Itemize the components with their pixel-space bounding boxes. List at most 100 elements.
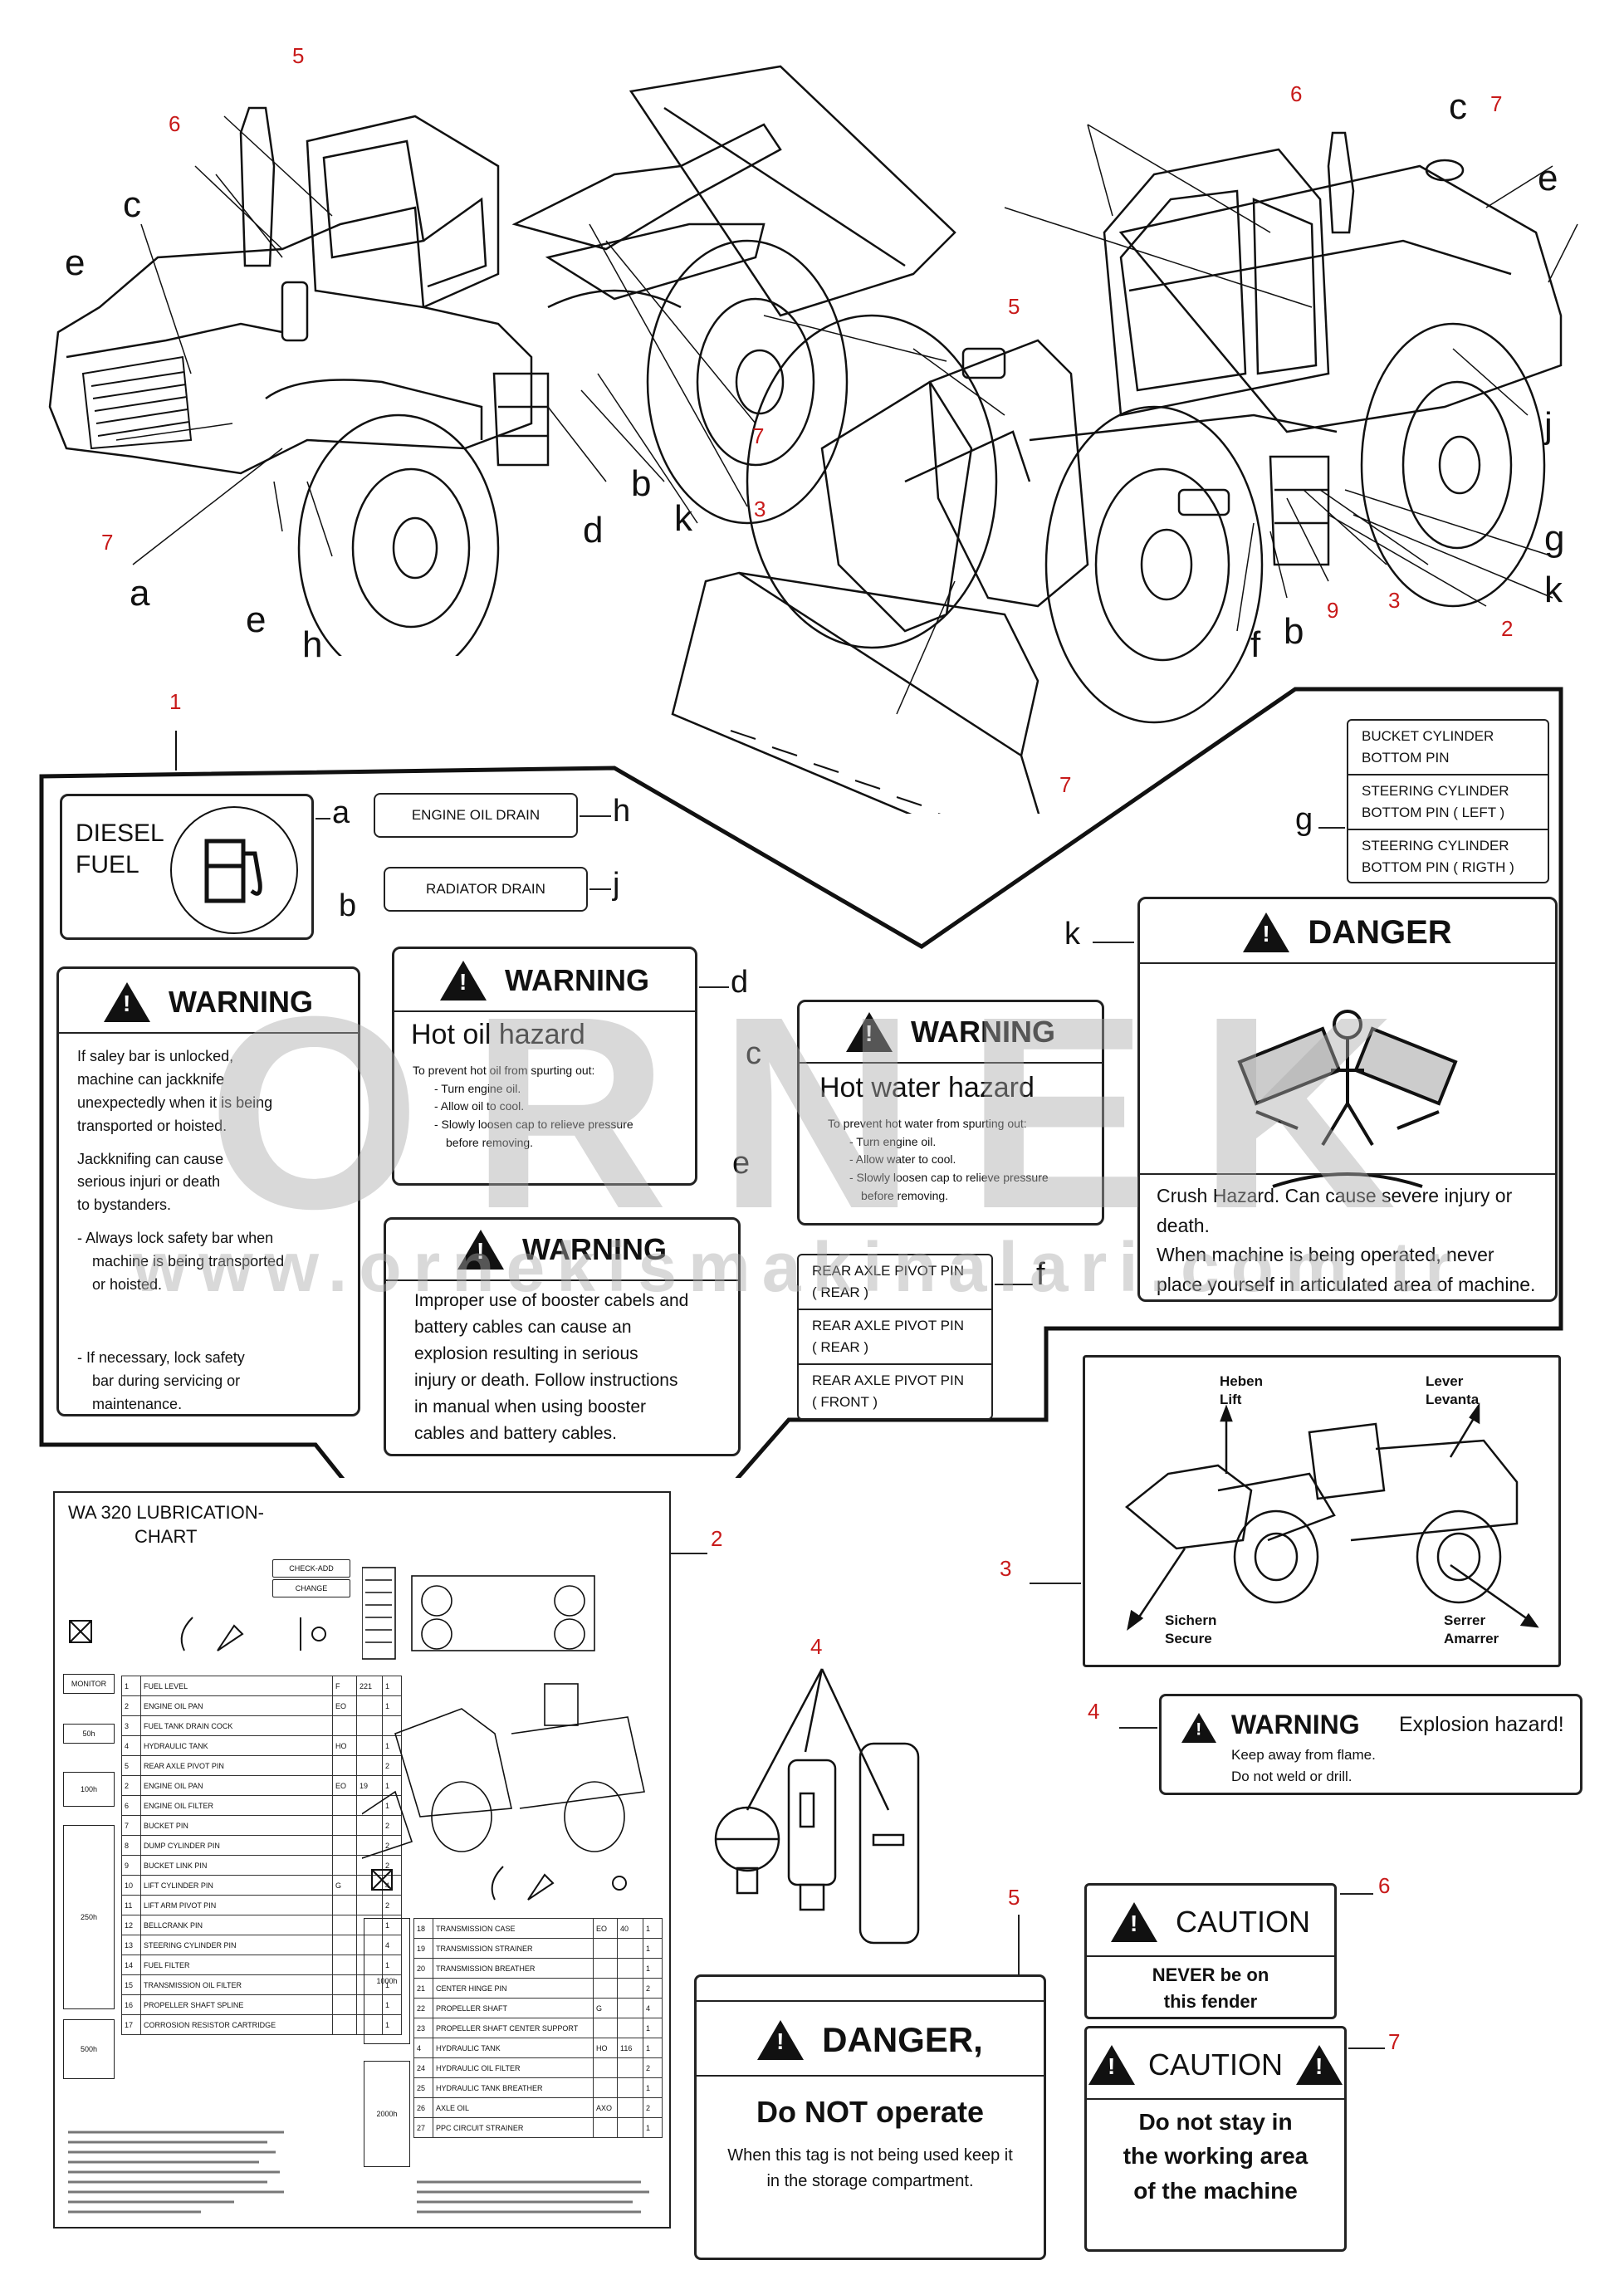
- lubrication-cell: LIFT CYLINDER PIN: [140, 1875, 333, 1896]
- leader-f: [995, 1284, 1033, 1285]
- leader-k: [1093, 942, 1134, 943]
- caution-triangle-icon: [1111, 1902, 1157, 1942]
- text-line: Levanta: [1426, 1392, 1480, 1408]
- crush-hazard-pictogram: [1237, 1010, 1458, 1188]
- lubrication-cell: [332, 1855, 357, 1876]
- lubrication-cell: [593, 2018, 618, 2038]
- lubrication-cell: HO: [332, 1735, 357, 1756]
- text-line: explosion resulting in serious: [414, 1343, 638, 1363]
- callout-7: 7: [1490, 91, 1503, 116]
- danger-header: DANGER: [1140, 906, 1555, 959]
- callout-6: 6: [1378, 1873, 1391, 1898]
- lubrication-cell: CENTER HINGE PIN: [433, 1978, 594, 1999]
- lubrication-cell: EO: [332, 1775, 357, 1796]
- text-line: before removing.: [861, 1188, 949, 1202]
- text-line: maintenance.: [92, 1395, 183, 1412]
- leader-j: [589, 888, 611, 890]
- lubrication-cell: 2: [121, 1695, 141, 1716]
- callout-c: c: [123, 184, 141, 225]
- leader-7: [1348, 2048, 1385, 2049]
- decal-lift-secure: Heben Lift Lever Levanta Sichern Secure …: [1083, 1355, 1561, 1667]
- lubrication-cell: [332, 1974, 357, 1995]
- lubrication-cell: 15: [121, 1974, 141, 1995]
- callout-2: 2: [1501, 616, 1514, 641]
- lubrication-cell: [356, 1695, 383, 1716]
- caution-header: CAUTION: [1087, 1897, 1334, 1947]
- warning-triangle-icon: [457, 1230, 504, 1270]
- text-line: REAR AXLE PIVOT PIN: [812, 1318, 964, 1333]
- label-warning-booster-cables: WARNING Improper use of booster cabels a…: [384, 1217, 741, 1456]
- label-warning-safety-bar: WARNING If saley bar is unlocked, machin…: [56, 966, 360, 1416]
- warning-text: Improper use of booster cabels and batte…: [414, 1288, 688, 1446]
- callout-e: e: [732, 1146, 751, 1181]
- lubrication-cell: 23: [413, 2018, 433, 2038]
- lubrication-cell: 1: [643, 2117, 663, 2138]
- interval-100h: 100h: [63, 1772, 115, 1807]
- lubrication-cell: 19: [356, 1775, 383, 1796]
- hazard-title: Hot water hazard: [819, 1072, 1035, 1103]
- text-line: - Turn engine oil.: [849, 1134, 937, 1148]
- text-line: unexpectedly when it is being: [77, 1093, 273, 1111]
- lubrication-cell: G: [593, 1998, 618, 2018]
- lubrication-cell: [332, 2014, 357, 2035]
- lubrication-cell: 6: [121, 1795, 141, 1816]
- text-line: - Always lock safety bar when: [77, 1230, 274, 1247]
- lift-label: Heben Lift: [1220, 1372, 1263, 1409]
- text-line: When this tag is not being used keep it: [727, 2146, 1013, 2165]
- pin-label: REAR AXLE PIVOT PIN( REAR ): [799, 1255, 991, 1310]
- text-line: in the storage compartment.: [766, 2172, 974, 2190]
- lift-secure-illustration: [1125, 1402, 1539, 1631]
- lubrication-cell: CORROSION RESISTOR CARTRIDGE: [140, 2014, 333, 2035]
- label-warning-hot-oil: WARNING Hot oil hazard To prevent hot oi…: [392, 947, 697, 1186]
- danger-title: DANGER: [1308, 913, 1452, 951]
- label-engine-oil-drain: ENGINE OIL DRAIN: [374, 793, 578, 838]
- callout-e: e: [1538, 158, 1558, 198]
- lubrication-cell: 13: [121, 1935, 141, 1955]
- callout-6: 6: [169, 111, 181, 136]
- text-line: CHART: [135, 1525, 198, 1547]
- text-line: Serrer: [1444, 1612, 1486, 1628]
- warning-header: WARNING: [394, 954, 695, 1007]
- callout-h: h: [302, 624, 323, 665]
- lubrication-point-diagram: [362, 1567, 645, 1859]
- caution-triangle-icon: [1296, 2045, 1343, 2085]
- lubrication-cell: [617, 2097, 643, 2118]
- lubrication-cell: 40: [617, 1918, 643, 1939]
- lubrication-cell: [332, 1935, 357, 1955]
- callout-3: 3: [754, 497, 766, 521]
- decal-danger-do-not-operate: DANGER, Do NOT operate When this tag is …: [694, 1974, 1046, 2260]
- lubrication-cell: EO: [332, 1695, 357, 1716]
- explosion-hazard-text: Explosion hazard!: [1399, 1713, 1564, 1736]
- lubrication-cell: [593, 2117, 618, 2138]
- callout-e: e: [246, 599, 267, 640]
- leader-a: [316, 818, 330, 819]
- lubrication-cell: [617, 2018, 643, 2038]
- lubrication-cell: [356, 1755, 383, 1776]
- caution-triangle-icon: [1088, 2045, 1135, 2085]
- warning-text: Keep away from flame. Do not weld or dri…: [1231, 1744, 1376, 1787]
- warning-triangle-icon: [1181, 1713, 1228, 1753]
- lubrication-cell: 8: [121, 1835, 141, 1856]
- lubrication-cell: [356, 1955, 383, 1975]
- label-danger-crush: DANGER Crush Hazard. Can cause severe in…: [1137, 897, 1558, 1302]
- change-tag: CHANGE: [272, 1579, 350, 1597]
- interval-250h: 250h: [63, 1825, 115, 2009]
- warning-triangle-icon: [846, 1012, 893, 1052]
- lubrication-cell: 5: [121, 1755, 141, 1776]
- leader-6: [1340, 1893, 1373, 1895]
- lubrication-cell: 1: [382, 2014, 402, 2035]
- callout-7: 7: [752, 423, 765, 448]
- label-warning-hot-water: WARNING Hot water hazard To prevent hot …: [797, 1000, 1104, 1226]
- text-line: - Allow oil to cool.: [434, 1099, 525, 1113]
- callout-c: c: [746, 1036, 761, 1071]
- lubrication-cell: 17: [121, 2014, 141, 2035]
- lubrication-cell: TRANSMISSION STRAINER: [433, 1938, 594, 1959]
- lubrication-cell: BUCKET PIN: [140, 1815, 333, 1836]
- text-line: machine can jackknife: [77, 1070, 225, 1088]
